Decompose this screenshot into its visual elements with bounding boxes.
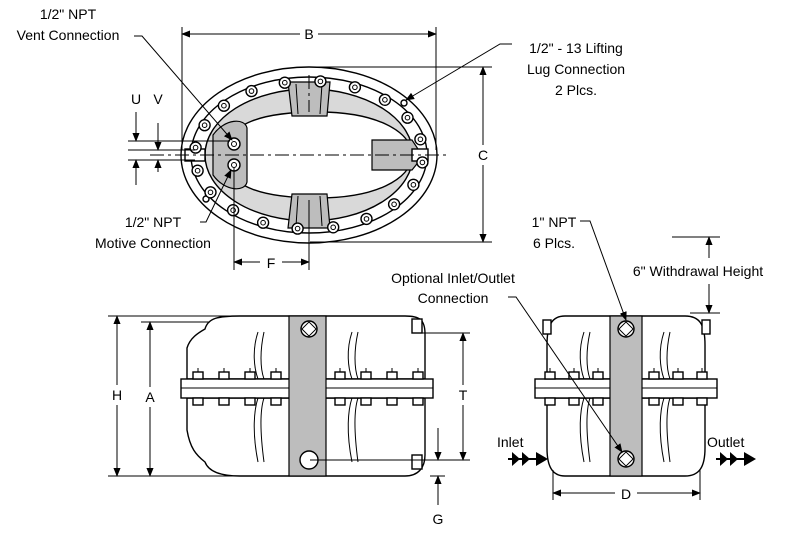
top-flange-bolt <box>348 81 362 94</box>
front-right-nozzle <box>411 318 423 334</box>
front-stiffeners <box>253 331 359 463</box>
lifting-label-line1: 1/2" - 13 Lifting <box>529 40 623 56</box>
side-flange-bolt <box>544 368 556 406</box>
motive-label-line2: Motive Connection <box>95 235 211 251</box>
npt-label-line2: 6 Plcs. <box>533 235 575 251</box>
top-flange-bolt <box>226 203 240 217</box>
front-right-lower-nozzle <box>411 454 423 470</box>
top-flange-bolt <box>291 222 304 235</box>
npt-label-line1: 1" NPT <box>532 214 577 230</box>
front-stiffener-fin <box>347 331 359 463</box>
outlet-arrow-icon <box>716 452 756 466</box>
side-stiffener-fin <box>659 331 671 463</box>
top-view: B C U V F 1/2" NPT Vent Connection 1/2" … <box>17 6 625 271</box>
dim-t-label: T <box>459 387 468 403</box>
side-view: D 6" Withdrawal Height 1" NPT 6 Plcs. Op… <box>391 214 763 502</box>
vent-leader <box>134 35 233 141</box>
dim-u-label: U <box>131 91 141 107</box>
side-bottom-npt-connection <box>617 450 635 468</box>
front-view: H A T G <box>108 315 470 527</box>
lifting-leader <box>405 43 512 101</box>
optional-connection-line1: Optional Inlet/Outlet <box>391 270 515 286</box>
top-flange-bolt <box>327 221 340 234</box>
dim-f-label: F <box>267 255 276 271</box>
top-flange-bolt <box>217 99 231 112</box>
lifting-label-line2: Lug Connection <box>527 61 625 77</box>
front-stiffener-fin <box>253 331 265 463</box>
front-flange-bolt <box>386 368 398 406</box>
front-flange-bolt <box>218 368 230 406</box>
front-flange-bolt <box>360 368 372 406</box>
top-flange-bolt <box>416 156 429 169</box>
withdrawal-height-label: 6" Withdrawal Height <box>633 263 763 279</box>
lifting-label-line3: 2 Plcs. <box>555 82 597 98</box>
front-flange-bolt <box>334 368 346 406</box>
top-flange-bolt <box>378 93 392 107</box>
side-stiffener-fin <box>579 331 591 463</box>
dim-h-label: H <box>112 387 122 403</box>
top-flange-bolt <box>191 164 204 177</box>
top-flange-bolt <box>204 186 217 199</box>
top-flange-bolt <box>314 75 327 88</box>
side-right-nozzle <box>701 319 711 335</box>
top-flange-bolt <box>387 198 401 211</box>
side-flange-bolt <box>568 368 580 406</box>
dim-v-label: V <box>153 91 163 107</box>
motive-label-line1: 1/2" NPT <box>125 214 182 230</box>
top-flange-bolt <box>278 76 291 89</box>
front-bolts <box>192 368 424 406</box>
top-flange-bolt <box>189 141 202 154</box>
top-flange-bolt <box>256 216 270 229</box>
top-flange-bolt <box>198 118 211 132</box>
front-flange-bolt <box>412 368 424 406</box>
dim-c-label: C <box>478 147 488 163</box>
top-flange-bolt <box>401 111 414 124</box>
side-top-npt-connection <box>617 320 635 338</box>
vent-connection-port <box>227 137 241 151</box>
lifting-lug-hole-1 <box>400 99 408 107</box>
top-flange-bolt <box>407 178 420 192</box>
side-left-nozzle <box>542 319 552 335</box>
side-flange-bolt <box>592 368 604 406</box>
front-top-connection <box>300 320 318 338</box>
motive-leader <box>200 169 232 223</box>
inlet-arrow-icon <box>508 452 548 466</box>
side-bolts <box>544 368 708 406</box>
front-flange-bolt <box>192 368 204 406</box>
side-stiffeners <box>579 331 671 463</box>
top-flange-bolt <box>360 212 373 226</box>
vent-label-line1: 1/2" NPT <box>40 6 97 22</box>
side-flange-bolt <box>696 368 708 406</box>
outlet-label: Outlet <box>707 434 744 450</box>
top-bolt-ring <box>189 75 429 235</box>
side-flange-bolt <box>648 368 660 406</box>
front-flange-bolt <box>244 368 256 406</box>
inlet-label: Inlet <box>497 434 524 450</box>
optional-connection-leader <box>508 296 623 453</box>
dim-b-label: B <box>304 26 313 42</box>
vent-label-line2: Vent Connection <box>17 27 120 43</box>
dim-d-label: D <box>621 486 631 502</box>
side-flange-bolt <box>672 368 684 406</box>
dim-a-label: A <box>145 389 155 405</box>
dim-g-label: G <box>433 511 444 527</box>
front-flange-bolt <box>270 368 282 406</box>
front-center-rib <box>288 315 327 477</box>
top-flange-bolt <box>414 133 427 146</box>
top-flange-bolt <box>245 84 258 98</box>
optional-connection-line2: Connection <box>418 290 489 306</box>
npt-leader <box>580 220 627 321</box>
